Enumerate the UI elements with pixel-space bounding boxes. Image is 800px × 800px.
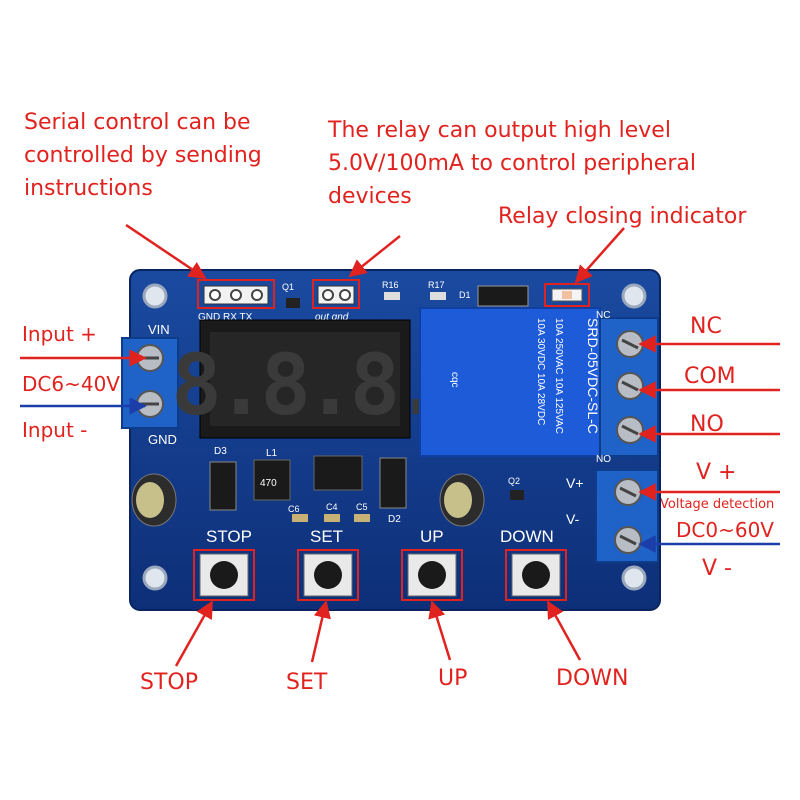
r16-silk: R16 <box>382 280 399 290</box>
display-readout: 8.8.8. <box>171 336 438 434</box>
relay-output-line-2: 5.0V/100mA to control peripheral <box>328 151 696 176</box>
d1-silk: D1 <box>459 290 471 300</box>
c4-silk: C4 <box>326 502 338 512</box>
serial-callout-line-3: instructions <box>24 176 153 201</box>
stop-button[interactable] <box>193 549 255 601</box>
no-silk: NO <box>596 454 611 465</box>
v-plus-label: V + <box>696 460 737 485</box>
nc-label: NC <box>690 314 722 339</box>
set-callout-label: SET <box>286 670 328 695</box>
set-button[interactable] <box>297 549 359 601</box>
relay-indicator-callout: Relay closing indicator <box>498 204 747 229</box>
arrow-set <box>310 600 331 663</box>
ic-chip <box>313 455 363 491</box>
inductor-silk: 470 <box>260 478 277 489</box>
relay-brand-silk: cqc <box>449 372 460 388</box>
mounting-hole-top-right <box>621 283 647 309</box>
arrow-stop <box>174 600 214 667</box>
relay-terminal: NC NO <box>596 310 659 465</box>
detect-range-label: DC0~60V <box>676 518 774 542</box>
top-components: Q1 R16 R17 D1 <box>282 280 590 308</box>
seven-segment-display: 8.8.8. <box>171 319 445 439</box>
c6-silk: C6 <box>288 504 300 514</box>
mounting-holes <box>142 283 647 591</box>
serial-callout-line-2: controlled by sending <box>24 143 262 168</box>
up-callout-label: UP <box>438 666 468 691</box>
down-callout-label: DOWN <box>556 666 629 691</box>
vplus-silk: V+ <box>566 475 584 491</box>
vminus-silk: V- <box>566 511 580 527</box>
gnd-silk: GND <box>148 432 177 447</box>
diode-d3 <box>209 461 237 511</box>
up-silk: UP <box>420 527 444 546</box>
q2-silk: Q2 <box>508 476 520 486</box>
relay-output-line-1: The relay can output high level <box>328 118 671 143</box>
mounting-hole-bottom-right <box>621 565 647 591</box>
d3-silk: D3 <box>214 446 227 457</box>
serial-header: GND RX TX <box>197 279 275 323</box>
mounting-hole-top-left <box>142 283 168 309</box>
out-pins-silk: out gnd <box>315 312 349 323</box>
up-button[interactable] <box>401 549 463 601</box>
voltage-detection-label: Voltage detection <box>660 497 775 512</box>
relay-output-line-3: devices <box>328 184 412 209</box>
down-silk: DOWN <box>500 527 554 546</box>
down-button[interactable] <box>505 549 567 601</box>
input-minus-label: Input - <box>22 418 88 442</box>
d2-silk: D2 <box>388 514 401 525</box>
q1-silk: Q1 <box>282 282 294 292</box>
serial-callout-line-1: Serial control can be <box>24 110 251 135</box>
stop-callout-label: STOP <box>140 670 198 695</box>
com-label: COM <box>684 364 736 389</box>
nc-silk: NC <box>596 310 610 321</box>
serial-pins-silk: GND RX TX <box>198 312 253 323</box>
serial-callout: Serial control can be controlled by send… <box>24 106 262 205</box>
set-silk: SET <box>310 527 343 546</box>
c5-silk: C5 <box>356 502 368 512</box>
inductor <box>253 459 291 501</box>
voltage-terminal: V+ V- <box>566 469 659 563</box>
arrows <box>20 223 780 667</box>
relay: SRD-05VDC-SL-C 10A 250VAC 10A 125VAC 10A… <box>419 307 601 457</box>
input-terminal: VIN GND <box>121 322 179 447</box>
arrow-relay-indicator <box>574 227 625 284</box>
arrow-down <box>546 600 582 661</box>
arrow-up <box>428 600 452 661</box>
diode-d2 <box>379 457 407 509</box>
input-plus-label: Input + <box>22 322 97 346</box>
mounting-hole-bottom-left <box>142 565 168 591</box>
relay-output-callout: The relay can output high level 5.0V/100… <box>328 114 696 213</box>
l1-silk: L1 <box>266 448 278 459</box>
input-range-label: DC6~40V <box>22 372 120 396</box>
stop-silk: STOP <box>206 527 252 546</box>
r17-silk: R17 <box>428 280 445 290</box>
v-minus-label: V - <box>702 556 732 581</box>
arrow-serial <box>125 223 207 280</box>
diode-d1 <box>477 285 529 307</box>
vin-silk: VIN <box>148 322 170 337</box>
arrow-relay-output <box>348 235 401 278</box>
middle-components: D3 L1 470 D2 C6 C4 C5 Q2 <box>131 446 524 527</box>
relay-spec1-silk: 10A 250VAC 10A 125VAC <box>553 318 564 434</box>
relay-spec2-silk: 10A 30VDC 10A 28VDC <box>535 318 546 425</box>
buttons: STOP SET UP DOWN <box>193 527 567 601</box>
relay-model-silk: SRD-05VDC-SL-C <box>585 318 601 434</box>
output-header: out gnd <box>312 279 360 323</box>
